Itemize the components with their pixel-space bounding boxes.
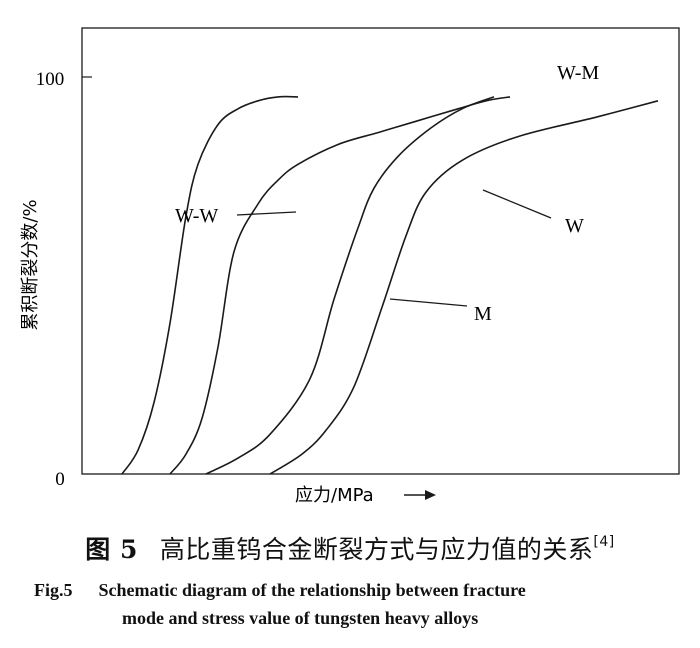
y-axis-label: 累积断裂分数/% (20, 199, 41, 330)
series-label-w-w: W-W (175, 205, 218, 227)
series-label-w-m: W-M (557, 62, 599, 84)
fracture-stress-chart: 0 100 累积断裂分数/% 应力/MPa W-W W-M M W (20, 27, 680, 506)
caption-english-text1: Schematic diagram of the relationship be… (98, 580, 526, 600)
series-line-w-m (169, 96, 511, 475)
series-label-m: M (474, 303, 492, 325)
series-line-m (205, 96, 495, 475)
caption-reference: [4] (593, 534, 615, 550)
series-layer (121, 95, 659, 475)
x-axis-label: 应力/MPa (295, 485, 374, 506)
caption-english-line2: mode and stress value of tungsten heavy … (122, 608, 479, 628)
series-line-w-w (121, 95, 299, 475)
series-label-w: W (565, 215, 584, 237)
leader-m (389, 298, 468, 307)
leader-w (482, 189, 552, 219)
series-line-w (269, 100, 659, 475)
y-tick-label-0: 0 (55, 469, 65, 490)
y-tick-label-100: 100 (36, 69, 65, 90)
figure-number: 图 5 (85, 535, 138, 564)
plot-frame (81, 27, 680, 475)
x-axis-arrow (404, 490, 436, 500)
figure-tag: Fig.5 (34, 580, 73, 600)
caption-english-line1: Fig.5 Schematic diagram of the relationsh… (34, 576, 684, 604)
caption-chinese-text: 高比重钨合金断裂方式与应力值的关系 (159, 535, 594, 564)
caption-chinese: 图 5 高比重钨合金断裂方式与应力值的关系[4] (0, 530, 700, 566)
leader-w-w (236, 211, 297, 216)
leader-lines (236, 189, 552, 307)
